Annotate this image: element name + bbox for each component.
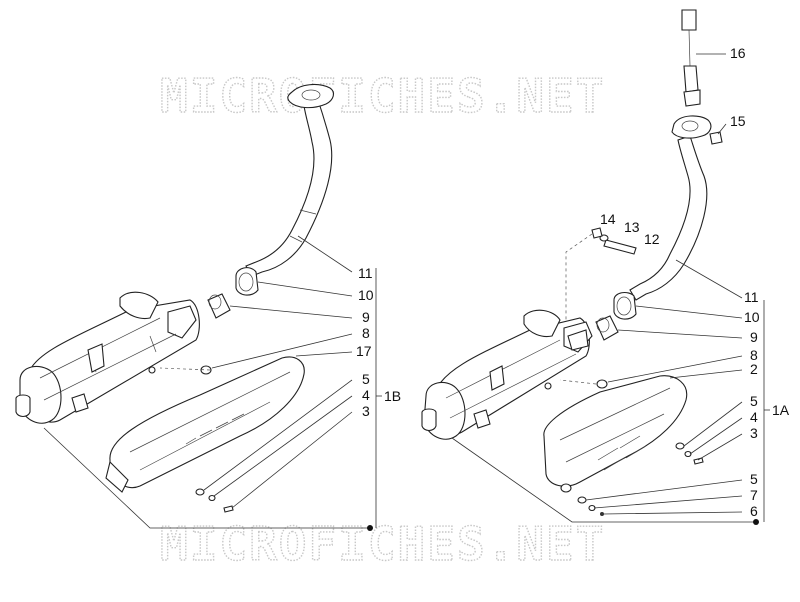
callout-right-5-lower: 5 [750,471,758,487]
callout-left-8: 8 [362,325,370,341]
right-washer-5-lower [577,496,587,504]
right-muffler [421,309,593,440]
left-washer-4 [208,494,216,502]
callout-right-3: 3 [750,425,758,441]
right-fasteners [577,379,704,516]
callout-left-11: 11 [358,265,373,281]
right-gasket [595,315,619,341]
left-heat-shield [105,356,305,493]
left-washer-5 [195,488,205,496]
callout-right-16: 16 [730,45,746,61]
left-nut-8 [200,365,212,375]
left-group-terminal-dot [367,525,373,531]
callout-right-9: 9 [750,329,758,345]
callout-right-6: 6 [750,503,758,519]
callout-right-group-1a: 1A [772,402,790,418]
callout-right-2: 2 [750,361,758,377]
callout-right-15: 15 [730,113,746,129]
right-nut-8 [596,379,608,389]
right-mount-bolt-set [565,227,637,330]
right-screw-6 [600,512,604,516]
left-exhaust-pipe [245,83,335,277]
callout-right-10: 10 [744,309,760,325]
oxygen-sensor [681,9,701,107]
right-washer-4 [684,450,692,458]
callout-left-10: 10 [358,287,374,303]
callout-right-4: 4 [750,409,758,425]
callout-left-17: 17 [356,343,372,359]
callout-right-11: 11 [744,289,759,305]
callout-right-7: 7 [750,487,758,503]
left-fasteners [195,365,234,513]
left-pipe-clamp [235,267,259,296]
callout-left-5: 5 [362,371,370,387]
right-group-terminal-dot [753,519,759,525]
right-screw-3 [693,457,704,465]
left-exhaust-assembly [15,83,382,531]
right-washer-5-upper [675,442,685,450]
callout-left-3: 3 [362,403,370,419]
callout-left-4: 4 [362,387,370,403]
callout-right-5-upper: 5 [750,393,758,409]
right-pipe-clamp [613,291,637,320]
left-muffler [15,291,200,424]
callout-right-12: 12 [644,231,660,247]
bolt-12 [603,239,637,255]
left-gasket [207,293,231,319]
right-exhaust-assembly [421,9,770,525]
callout-left-9: 9 [362,309,370,325]
right-flange-nut [709,131,723,145]
nut-14 [591,227,603,239]
right-heat-shield [543,375,688,493]
callout-right-14: 14 [600,211,616,227]
right-exhaust-pipe [629,115,712,301]
watermark-top: MICROFICHES.NET [160,69,605,123]
callout-right-8: 8 [750,347,758,363]
left-screw-3 [223,505,234,513]
watermark-bottom: MICROFICHES.NET [160,517,605,571]
callout-right-13: 13 [624,219,640,235]
callout-left-group-1b: 1B [384,388,401,404]
